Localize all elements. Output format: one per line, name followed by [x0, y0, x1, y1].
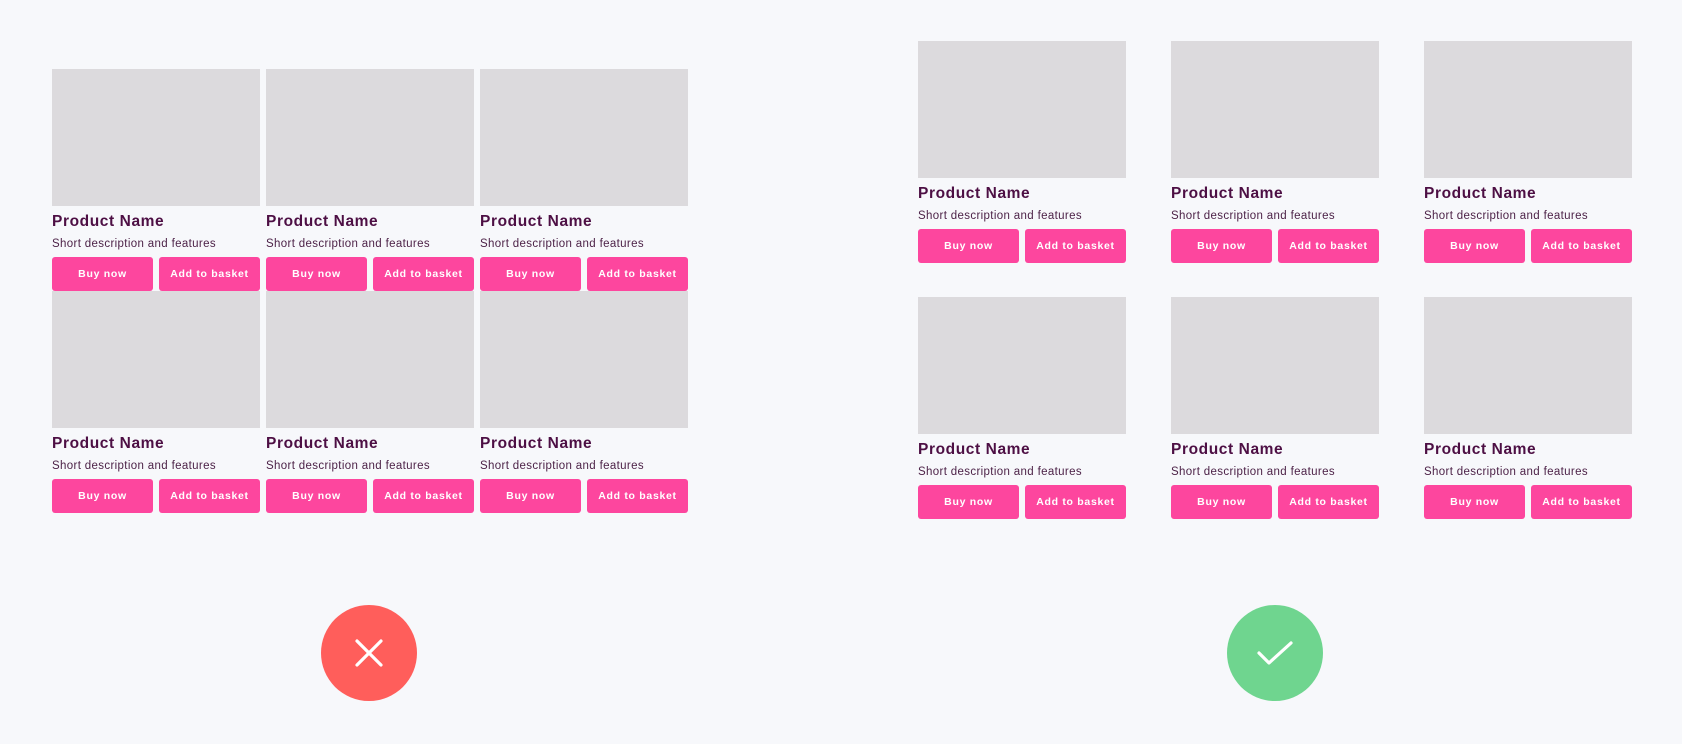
product-actions: Buy now Add to basket: [1171, 485, 1379, 519]
correct-verdict-badge: [1227, 605, 1323, 701]
add-to-basket-button[interactable]: Add to basket: [1531, 229, 1632, 263]
product-description: Short description and features: [266, 460, 430, 472]
product-name: Product Name: [918, 441, 1031, 458]
product-actions: Buy now Add to basket: [480, 257, 688, 291]
product-image-placeholder: [52, 69, 260, 206]
product-image-placeholder: [480, 291, 688, 428]
cross-icon: [355, 639, 383, 667]
product-card: Product Name Short description and featu…: [480, 291, 688, 513]
product-actions: Buy now Add to basket: [52, 479, 260, 513]
add-to-basket-button[interactable]: Add to basket: [373, 479, 474, 513]
product-card: Product Name Short description and featu…: [1171, 41, 1379, 263]
buy-now-button[interactable]: Buy now: [266, 479, 367, 513]
product-actions: Buy now Add to basket: [918, 485, 1126, 519]
good-example-product-grid: Product Name Short description and featu…: [918, 41, 1632, 519]
product-actions: Buy now Add to basket: [918, 229, 1126, 263]
product-card: Product Name Short description and featu…: [480, 69, 688, 291]
product-image-placeholder: [480, 69, 688, 206]
product-actions: Buy now Add to basket: [266, 257, 474, 291]
product-actions: Buy now Add to basket: [52, 257, 260, 291]
product-actions: Buy now Add to basket: [480, 479, 688, 513]
product-card: Product Name Short description and featu…: [266, 69, 474, 291]
buy-now-button[interactable]: Buy now: [52, 257, 153, 291]
product-actions: Buy now Add to basket: [266, 479, 474, 513]
buy-now-button[interactable]: Buy now: [1424, 485, 1525, 519]
add-to-basket-button[interactable]: Add to basket: [1531, 485, 1632, 519]
product-name: Product Name: [266, 435, 379, 452]
product-image-placeholder: [52, 291, 260, 428]
incorrect-verdict-badge: [321, 605, 417, 701]
product-image-placeholder: [1424, 297, 1632, 434]
product-image-placeholder: [1171, 41, 1379, 178]
add-to-basket-button[interactable]: Add to basket: [1278, 229, 1379, 263]
product-description: Short description and features: [1171, 466, 1335, 478]
product-image-placeholder: [1171, 297, 1379, 434]
product-description: Short description and features: [1424, 210, 1588, 222]
add-to-basket-button[interactable]: Add to basket: [587, 479, 688, 513]
product-card: Product Name Short description and featu…: [266, 291, 474, 513]
product-card: Product Name Short description and featu…: [1171, 297, 1379, 519]
buy-now-button[interactable]: Buy now: [918, 485, 1019, 519]
product-name: Product Name: [1171, 441, 1284, 458]
product-name: Product Name: [480, 213, 593, 230]
product-name: Product Name: [1171, 185, 1284, 202]
buy-now-button[interactable]: Buy now: [480, 257, 581, 291]
product-name: Product Name: [918, 185, 1031, 202]
product-description: Short description and features: [52, 238, 216, 250]
buy-now-button[interactable]: Buy now: [266, 257, 367, 291]
product-description: Short description and features: [52, 460, 216, 472]
product-name: Product Name: [52, 435, 165, 452]
product-description: Short description and features: [480, 238, 644, 250]
product-name: Product Name: [1424, 441, 1537, 458]
product-card: Product Name Short description and featu…: [1424, 297, 1632, 519]
product-card: Product Name Short description and featu…: [918, 297, 1126, 519]
product-image-placeholder: [918, 297, 1126, 434]
add-to-basket-button[interactable]: Add to basket: [373, 257, 474, 291]
product-card: Product Name Short description and featu…: [918, 41, 1126, 263]
add-to-basket-button[interactable]: Add to basket: [1025, 485, 1126, 519]
buy-now-button[interactable]: Buy now: [1424, 229, 1525, 263]
product-card: Product Name Short description and featu…: [52, 291, 260, 513]
product-actions: Buy now Add to basket: [1424, 485, 1632, 519]
buy-now-button[interactable]: Buy now: [1171, 485, 1272, 519]
add-to-basket-button[interactable]: Add to basket: [587, 257, 688, 291]
product-description: Short description and features: [480, 460, 644, 472]
product-name: Product Name: [266, 213, 379, 230]
product-name: Product Name: [52, 213, 165, 230]
buy-now-button[interactable]: Buy now: [52, 479, 153, 513]
add-to-basket-button[interactable]: Add to basket: [1025, 229, 1126, 263]
add-to-basket-button[interactable]: Add to basket: [159, 479, 260, 513]
buy-now-button[interactable]: Buy now: [918, 229, 1019, 263]
product-description: Short description and features: [918, 210, 1082, 222]
bad-example-product-grid: Product Name Short description and featu…: [52, 69, 688, 513]
checkmark-icon: [1257, 641, 1293, 665]
product-description: Short description and features: [1424, 466, 1588, 478]
product-image-placeholder: [266, 69, 474, 206]
product-image-placeholder: [266, 291, 474, 428]
product-description: Short description and features: [918, 466, 1082, 478]
product-description: Short description and features: [266, 238, 430, 250]
buy-now-button[interactable]: Buy now: [1171, 229, 1272, 263]
add-to-basket-button[interactable]: Add to basket: [159, 257, 260, 291]
buy-now-button[interactable]: Buy now: [480, 479, 581, 513]
add-to-basket-button[interactable]: Add to basket: [1278, 485, 1379, 519]
product-card: Product Name Short description and featu…: [52, 69, 260, 291]
product-image-placeholder: [1424, 41, 1632, 178]
product-card: Product Name Short description and featu…: [1424, 41, 1632, 263]
product-actions: Buy now Add to basket: [1171, 229, 1379, 263]
product-description: Short description and features: [1171, 210, 1335, 222]
product-name: Product Name: [480, 435, 593, 452]
product-actions: Buy now Add to basket: [1424, 229, 1632, 263]
product-image-placeholder: [918, 41, 1126, 178]
product-name: Product Name: [1424, 185, 1537, 202]
